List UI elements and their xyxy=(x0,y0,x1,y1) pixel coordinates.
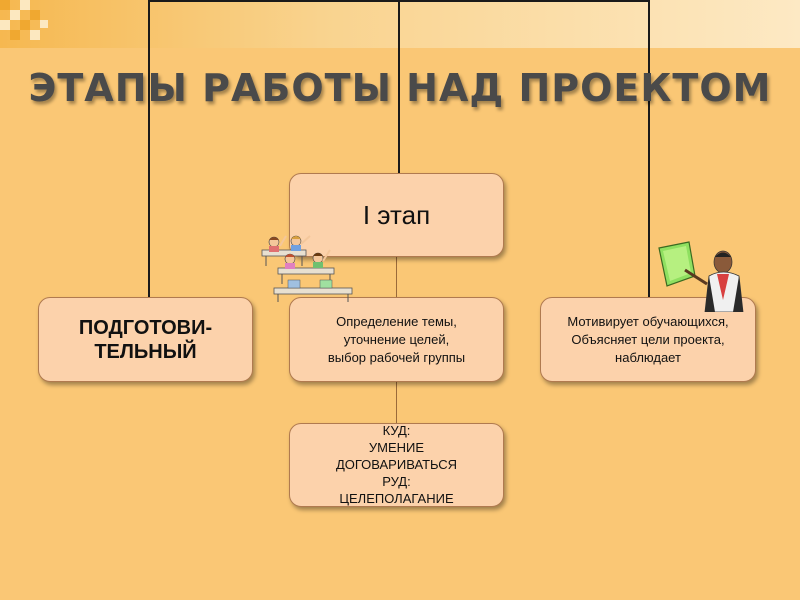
right-box-line: наблюдает xyxy=(567,349,728,367)
deco-square xyxy=(10,30,20,40)
bottom-box-line: ДОГОВАРИВАТЬСЯ xyxy=(336,456,457,473)
teacher-with-board-icon xyxy=(655,240,747,312)
deco-square xyxy=(20,0,30,10)
deco-square xyxy=(40,20,48,28)
stage-label: I этап xyxy=(363,200,430,231)
deco-square xyxy=(0,20,10,30)
center-box-line: выбор рабочей группы xyxy=(328,349,465,367)
bottom-box-line: ЦЕЛЕПОЛАГАНИЕ xyxy=(336,490,457,507)
center-box: Определение темы, уточнение целей, выбор… xyxy=(289,297,504,382)
frame-right-line xyxy=(648,0,650,298)
bottom-box-line: КУД: xyxy=(336,422,457,439)
center-box-line: Определение темы, xyxy=(328,313,465,331)
connector-line xyxy=(396,380,397,424)
deco-square xyxy=(20,20,30,30)
deco-square xyxy=(0,0,10,10)
right-box-line: Объясняет цели проекта, xyxy=(567,331,728,349)
deco-square xyxy=(10,10,20,20)
left-box-line: ТЕЛЬНЫЙ xyxy=(79,340,212,364)
right-box-line: Мотивирует обучающихся, xyxy=(567,313,728,331)
left-box-line: ПОДГОТОВИ- xyxy=(79,316,212,340)
top-band xyxy=(0,0,800,48)
bottom-box-line: РУД: xyxy=(336,473,457,490)
bottom-box: КУД: УМЕНИЕ ДОГОВАРИВАТЬСЯ РУД: ЦЕЛЕПОЛА… xyxy=(289,423,504,507)
frame-left-line xyxy=(148,0,150,300)
bottom-box-line: УМЕНИЕ xyxy=(336,439,457,456)
page-title: ЭТАПЫ РАБОТЫ НАД ПРОЕКТОМ xyxy=(0,66,800,110)
connector-line xyxy=(396,256,397,300)
left-box: ПОДГОТОВИ- ТЕЛЬНЫЙ xyxy=(38,297,253,382)
deco-square xyxy=(30,30,40,40)
deco-square xyxy=(30,10,40,20)
center-box-line: уточнение целей, xyxy=(328,331,465,349)
students-at-desks-icon xyxy=(258,232,358,302)
